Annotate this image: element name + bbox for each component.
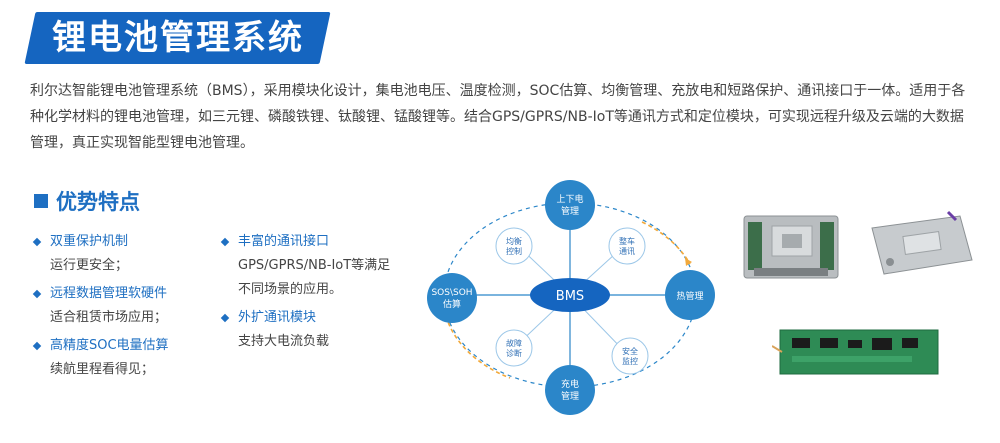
feature-title: 双重保护机制 xyxy=(50,234,129,249)
node-balance-control xyxy=(495,227,533,265)
bms-board-photo-1 xyxy=(743,215,839,279)
bms-board-photo-2 xyxy=(871,210,973,275)
node-vehicle-comm xyxy=(608,227,646,265)
node-label: 诊断 xyxy=(506,348,522,358)
node-label: 管理 xyxy=(561,390,579,402)
bullet-icon xyxy=(220,313,230,323)
feature-item: 外扩通讯模块 支持大电流负载 xyxy=(220,306,330,354)
page-title: 锂电池管理系统 xyxy=(52,18,304,58)
bms-center-node xyxy=(530,278,610,312)
node-label: 安全 xyxy=(622,346,638,356)
node-label: 上下电 xyxy=(556,193,583,205)
node-label: 均衡 xyxy=(506,236,522,246)
feature-item: 双重保护机制 运行更安全； xyxy=(32,230,129,278)
node-sos-soh xyxy=(427,273,477,323)
feature-item: 远程数据管理软硬件 适合租赁市场应用； xyxy=(32,282,168,330)
bullet-icon xyxy=(32,237,42,247)
node-label: 通讯 xyxy=(619,246,635,256)
node-label: 监控 xyxy=(622,356,638,366)
feature-desc: 适合租赁市场应用； xyxy=(50,310,168,325)
bms-pcb-photo xyxy=(772,329,939,375)
feature-desc: GPS/GPRS/NB-IoT等满足 xyxy=(238,258,391,273)
node-label: 管理 xyxy=(561,205,579,217)
feature-desc: 续航里程看得见； xyxy=(50,362,155,377)
bullet-icon xyxy=(32,341,42,351)
feature-desc: 运行更安全； xyxy=(50,258,129,273)
node-thermal-management xyxy=(665,270,715,320)
node-label: SOS\SOH xyxy=(431,288,472,298)
node-label: 整车 xyxy=(619,236,635,246)
bms-center-label: BMS xyxy=(556,289,584,304)
bullet-icon xyxy=(32,289,42,299)
bullet-icon xyxy=(220,237,230,247)
advantages-heading: 优势特点 xyxy=(34,186,140,216)
node-label: 控制 xyxy=(506,246,522,256)
node-label: 故障 xyxy=(506,338,522,348)
node-charge-management xyxy=(545,365,595,415)
bms-diagram: BMS 上下电 管理 热管理 充电 管理 SOS\SOH 估算 均衡 控制 整车… xyxy=(427,180,715,415)
node-safety-monitor xyxy=(611,337,649,375)
arc-highlight xyxy=(445,315,511,379)
node-fault-diagnosis xyxy=(495,329,533,367)
node-label: 热管理 xyxy=(676,290,703,302)
feature-item: 丰富的通讯接口 GPS/GPRS/NB-IoT等满足 不同场景的应用。 xyxy=(220,230,391,302)
feature-desc: 支持大电流负载 xyxy=(238,334,330,349)
square-icon xyxy=(34,194,48,208)
feature-title: 高精度SOC电量估算 xyxy=(50,338,169,353)
feature-title: 丰富的通讯接口 xyxy=(238,234,330,249)
feature-desc: 不同场景的应用。 xyxy=(238,282,343,297)
feature-item: 高精度SOC电量估算 续航里程看得见； xyxy=(32,334,169,382)
intro-paragraph: 利尔达智能锂电池管理系统（BMS），采用模块化设计，集电池电压、温度检测，SOC… xyxy=(30,83,966,151)
node-label: 充电 xyxy=(561,378,579,390)
arc-highlight xyxy=(641,221,691,265)
node-power-management xyxy=(545,180,595,230)
feature-title: 远程数据管理软硬件 xyxy=(50,286,168,301)
node-label: 估算 xyxy=(443,298,461,310)
advantages-title: 优势特点 xyxy=(56,190,140,214)
feature-title: 外扩通讯模块 xyxy=(238,310,317,325)
arrow-icon xyxy=(685,258,692,266)
